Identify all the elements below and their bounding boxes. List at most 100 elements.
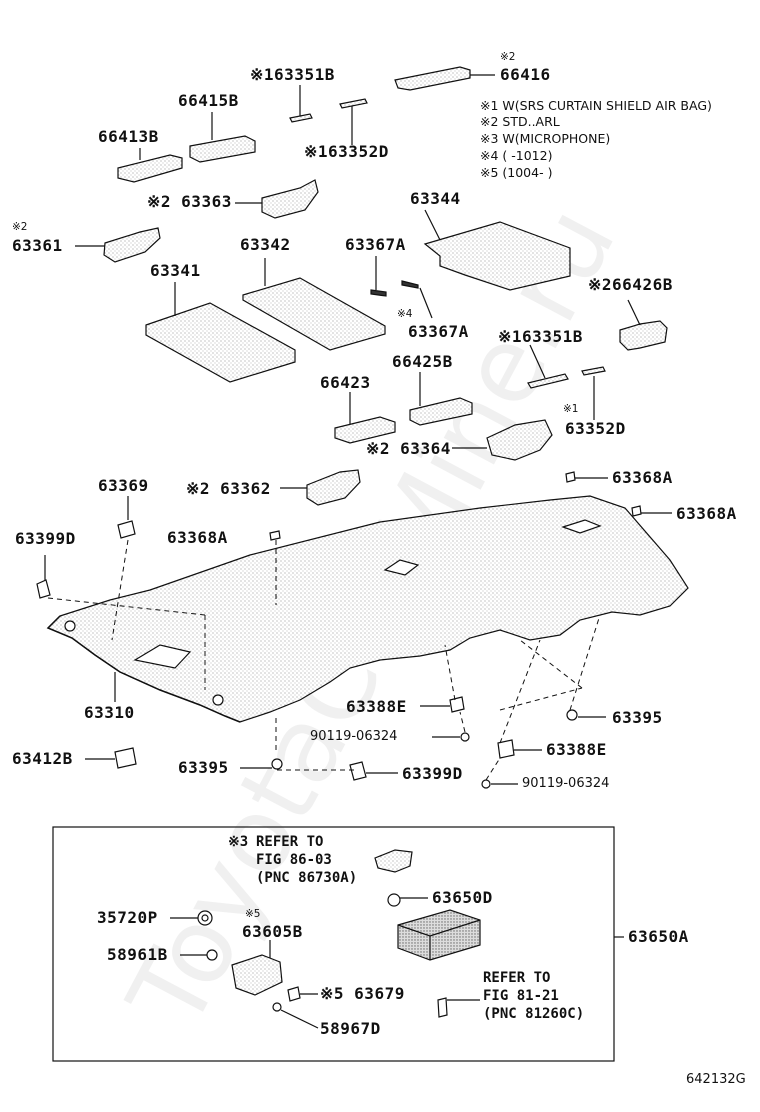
assembly-box — [52, 826, 615, 1062]
part-63367A — [370, 256, 433, 319]
label-63399D-left: 63399D — [15, 529, 76, 548]
part-66425B — [409, 372, 473, 426]
legend-line-2: ※2 STD..ARL — [480, 114, 560, 129]
label-90119-b: 90119-06324 — [522, 776, 610, 791]
label-66413B: 66413B — [98, 127, 159, 146]
part-63395-left — [240, 758, 283, 770]
label-66415B: 66415B — [178, 91, 239, 110]
legend-line-4: ※4 ( -1012) — [480, 148, 553, 163]
part-63352D-mid — [581, 366, 606, 420]
label-63367A-top: 63367A — [345, 235, 406, 254]
label-63367A-mark: ※4 — [397, 308, 413, 320]
label-63368A-r1: 63368A — [612, 468, 673, 487]
part-58967D — [272, 1002, 319, 1029]
part-63364 — [452, 419, 553, 461]
label-63362: ※2 63362 — [186, 479, 271, 498]
label-63361-mark: ※2 — [12, 221, 28, 233]
label-63363: ※2 63363 — [147, 192, 232, 211]
label-63679: ※5 63679 — [320, 984, 405, 1003]
part-63351B-top — [289, 85, 313, 123]
label-90119-a: 90119-06324 — [310, 729, 398, 744]
part-63368A-mid — [269, 530, 281, 541]
ref1-mark: ※3 — [228, 834, 249, 850]
label-63412B: 63412B — [12, 749, 73, 768]
label-63341: 63341 — [150, 261, 201, 280]
label-66423: 66423 — [320, 373, 371, 392]
label-63344: 63344 — [410, 189, 461, 208]
part-90119-a — [432, 732, 470, 742]
part-66423 — [334, 392, 396, 444]
part-63368A-r2 — [631, 505, 672, 517]
label-63399D-bottom: 63399D — [402, 764, 463, 783]
part-63352D-top — [339, 98, 368, 145]
part-63679 — [287, 986, 318, 1002]
part-63388E-b — [497, 739, 542, 759]
ref1-line3: (PNC 86730A) — [256, 870, 358, 886]
label-63352D-top: ※163352D — [304, 142, 389, 161]
label-63388E-b: 63388E — [546, 740, 607, 759]
label-63351B-top: ※163351B — [250, 65, 335, 84]
label-63605B-mark: ※5 — [245, 908, 261, 920]
diagram-code: 642132G — [686, 1072, 746, 1087]
label-63367A-bottom: 63367A — [408, 322, 469, 341]
label-63310: 63310 — [84, 703, 135, 722]
label-63352D-mid-mark: ※1 — [563, 403, 579, 415]
label-63388E-a: 63388E — [346, 697, 407, 716]
label-66416-mark: ※2 — [500, 51, 516, 63]
legend-line-1: ※1 W(SRS CURTAIN SHIELD AIR BAG) — [480, 98, 712, 113]
part-63363 — [235, 179, 319, 219]
legend-line-3: ※3 W(MICROPHONE) — [480, 131, 611, 146]
ref2-line2: FIG 81-21 — [483, 988, 559, 1004]
part-63412B — [85, 747, 137, 769]
ref2-line1: REFER TO — [483, 970, 551, 986]
part-63351B-mid — [527, 344, 569, 389]
part-66416 — [394, 66, 495, 91]
label-63352D-mid: 63352D — [565, 419, 626, 438]
legend-line-5: ※5 (1004- ) — [480, 165, 553, 180]
part-63399D-bottom — [349, 761, 398, 781]
part-86730A-mic — [374, 849, 413, 873]
label-63368A-r2: 63368A — [676, 504, 737, 523]
part-63362 — [280, 469, 361, 506]
label-63364: ※2 63364 — [366, 439, 451, 458]
part-63368A-r1 — [565, 471, 608, 483]
part-63342 — [242, 258, 386, 351]
part-81260C-bulb — [437, 997, 480, 1018]
part-63310-headliner — [46, 495, 689, 723]
part-63361 — [75, 227, 161, 263]
label-66426B: ※266426B — [588, 275, 673, 294]
part-35720P — [170, 910, 213, 926]
ref2-line3: (PNC 81260C) — [483, 1006, 585, 1022]
ref1-line1: REFER TO — [256, 834, 324, 850]
label-66425B: 66425B — [392, 352, 453, 371]
label-63361: 63361 — [12, 236, 63, 255]
label-63368A-mid: 63368A — [167, 528, 228, 547]
label-63369: 63369 — [98, 476, 149, 495]
label-66416: 66416 — [500, 65, 551, 84]
part-63369 — [117, 496, 136, 539]
part-63605B-cover — [231, 940, 283, 996]
label-63342: 63342 — [240, 235, 291, 254]
label-63395-right: 63395 — [612, 708, 663, 727]
part-63341 — [145, 282, 296, 383]
label-58967D: 58967D — [320, 1019, 381, 1038]
part-58961B — [180, 949, 218, 961]
part-90119-b — [481, 779, 518, 789]
label-58961B: 58961B — [107, 945, 168, 964]
part-66415B — [189, 112, 256, 163]
label-63605B: 63605B — [242, 922, 303, 941]
part-63650-lamp — [397, 909, 481, 961]
part-63650D — [387, 893, 428, 907]
part-63399D-left — [36, 555, 51, 599]
part-63344 — [423, 209, 571, 291]
label-63351B-mid: ※163351B — [498, 327, 583, 346]
part-66413B — [117, 148, 183, 183]
part-63388E-a — [420, 696, 465, 713]
label-63650D: 63650D — [432, 888, 493, 907]
part-66426B — [619, 299, 668, 351]
label-63395-left: 63395 — [178, 758, 229, 777]
label-63650A: 63650A — [628, 927, 689, 946]
ref1-line2: FIG 86-03 — [256, 852, 332, 868]
